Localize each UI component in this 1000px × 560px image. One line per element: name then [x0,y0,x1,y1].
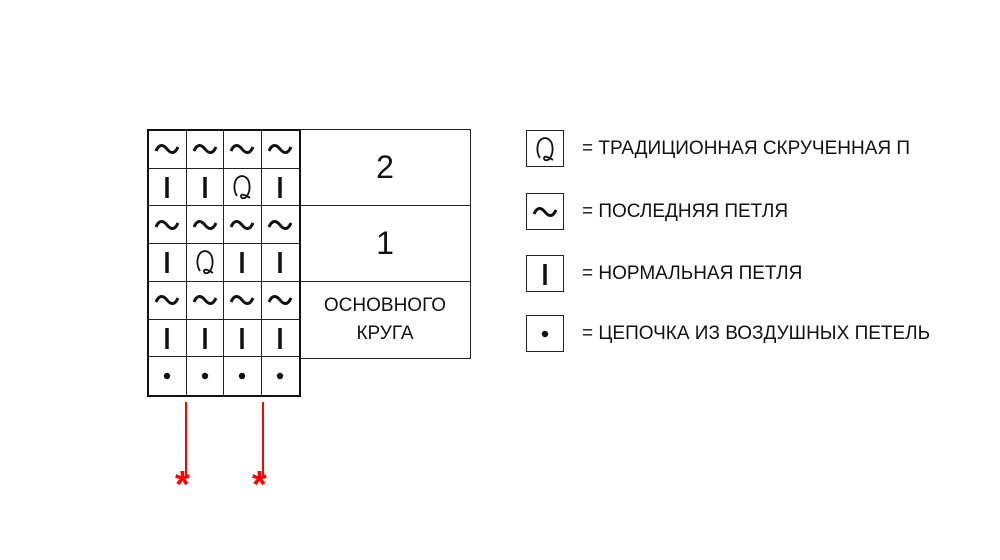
tilde-stitch-icon [526,193,564,230]
chart-cell [149,131,187,169]
chart-cell [187,357,224,395]
legend-label: = ЦЕПОЧКА ИЗ ВОЗДУШНЫХ ПЕТЕЛЬ [582,322,931,344]
asterisk-marker: * [175,464,190,506]
legend-item-chain: = ЦЕПОЧКА ИЗ ВОЗДУШНЫХ ПЕТЕЛЬ [526,315,930,352]
legend-label: = ТРАДИЦИОННАЯ СКРУЧЕННАЯ П [582,137,911,159]
dot-stitch-icon [153,361,181,391]
row-label-base: ОСНОВНОГО КРУГА [300,282,470,358]
chart-cell [224,357,262,395]
chart-cell [186,168,224,207]
chart-cell [186,319,224,358]
chart-cell [262,357,300,395]
chart-cell [186,281,224,320]
dot-stitch-icon [526,315,564,352]
bar-stitch-icon [526,255,564,292]
chart-cell [261,282,299,320]
row-label-2: 2 [300,130,470,206]
chart-cell [224,131,262,169]
row-labels-table: 2 1 ОСНОВНОГО КРУГА [300,129,471,359]
bar-stitch-icon [266,323,294,353]
twisted-stitch-icon [228,172,256,202]
chart-cell [261,244,299,282]
chart-cell [224,206,262,245]
tilde-stitch-icon [228,134,256,164]
bar-stitch-icon [228,247,256,277]
chart-cell [149,168,187,207]
tilde-stitch-icon [266,285,294,315]
tilde-stitch-icon [266,134,294,164]
dot-stitch-icon [228,361,256,391]
tilde-stitch-icon [228,210,256,240]
tilde-stitch-icon [153,134,181,164]
legend-item-twisted: = ТРАДИЦИОННАЯ СКРУЧЕННАЯ П [526,130,910,167]
chart-cell [186,244,224,282]
legend-label: = НОРМАЛЬНАЯ ПЕТЛЯ [582,262,803,284]
chart-cell [149,206,187,245]
tilde-stitch-icon [228,285,256,315]
asterisk-marker: * [252,464,267,506]
twisted-stitch-icon [526,130,564,167]
tilde-stitch-icon [153,285,181,315]
chart-cell [186,206,224,245]
bar-stitch-icon [228,323,256,353]
chart-cell [149,281,187,320]
bar-stitch-icon [266,172,294,202]
legend-item-last: = ПОСЛЕДНЯЯ ПЕТЛЯ [526,193,788,230]
bar-stitch-icon [153,323,181,353]
bar-stitch-icon [153,172,181,202]
twisted-stitch-icon [191,247,219,277]
tilde-stitch-icon [266,210,294,240]
legend-label: = ПОСЛЕДНЯЯ ПЕТЛЯ [582,200,789,222]
bar-stitch-icon [153,247,181,277]
base-label-line2: КРУГА [356,322,414,344]
bar-stitch-icon [191,172,219,202]
bar-stitch-icon [266,247,294,277]
tilde-stitch-icon [191,210,219,240]
stitch-chart-grid [147,129,301,397]
row-label-1: 1 [300,206,470,282]
marker-line [185,402,187,478]
base-label-line1: ОСНОВНОГО [323,294,447,316]
bar-stitch-icon [191,323,219,353]
chart-cell [186,131,224,169]
dot-stitch-icon [266,361,294,391]
chart-cell [149,244,187,282]
tilde-stitch-icon [191,134,219,164]
chart-cell [261,206,299,245]
dot-stitch-icon [191,361,219,391]
chart-cell [149,357,187,395]
chart-cell [149,319,187,358]
chart-cell [261,320,299,358]
chart-cell [224,244,262,282]
legend-item-normal: = НОРМАЛЬНАЯ ПЕТЛЯ [526,255,802,292]
marker-line [262,402,264,478]
tilde-stitch-icon [153,210,181,240]
chart-cell [224,319,262,358]
tilde-stitch-icon [191,285,219,315]
chart-cell [261,131,299,169]
chart-cell [224,168,262,207]
chart-cell [261,169,299,207]
chart-cell [224,281,262,320]
